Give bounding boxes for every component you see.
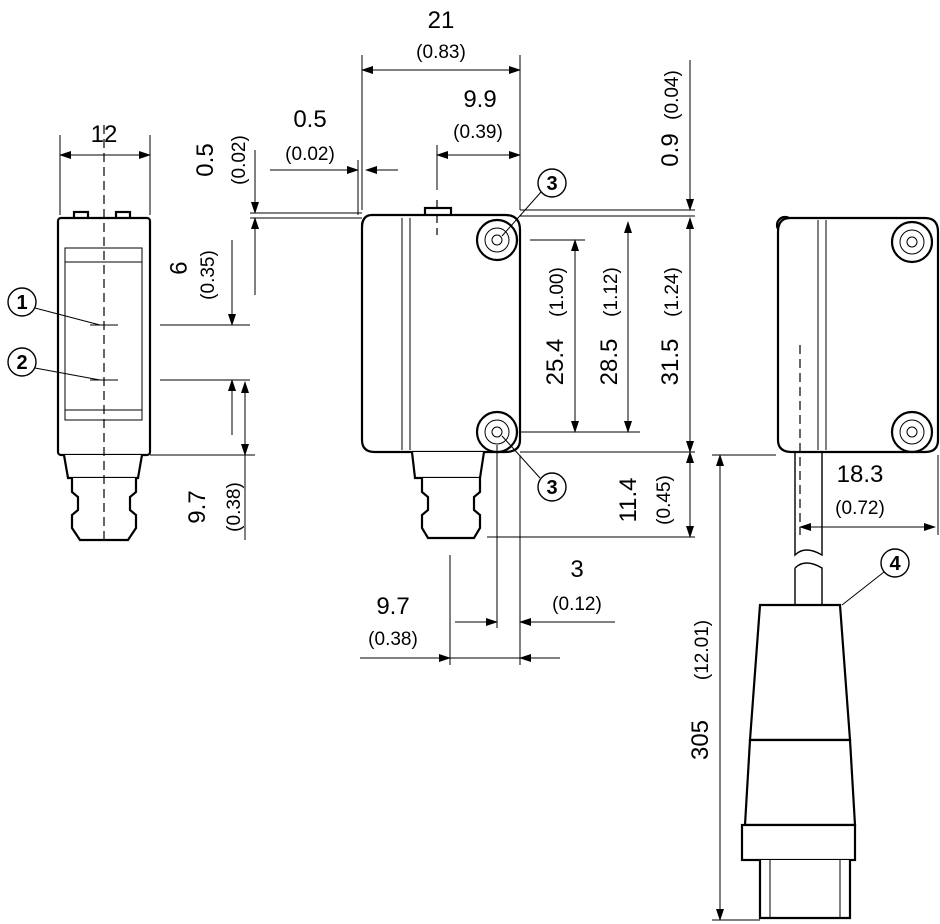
callout-number: 2 bbox=[16, 352, 27, 374]
dim-label: 11.4 bbox=[615, 478, 642, 523]
front-view bbox=[56, 125, 152, 545]
dim-label: (0.04) bbox=[662, 70, 683, 120]
dim-label: (0.02) bbox=[229, 135, 250, 185]
dim-label: 12 bbox=[91, 121, 118, 148]
dim-label: (1.12) bbox=[601, 267, 622, 317]
callout-3-top: 3 bbox=[501, 168, 567, 237]
callout-number: 3 bbox=[546, 477, 557, 499]
dim-label: (1.00) bbox=[547, 267, 568, 317]
dim-label: 3 bbox=[570, 556, 583, 583]
dim-21: 21 (0.83) bbox=[361, 7, 521, 210]
callout-number: 4 bbox=[889, 553, 901, 575]
dim-label: 9.7 bbox=[184, 490, 211, 523]
callout-3-bottom: 3 bbox=[501, 435, 567, 502]
dim-31-5: 31.5 (1.24) bbox=[520, 217, 695, 453]
dim-label: (0.02) bbox=[285, 144, 335, 165]
callout-number: 3 bbox=[546, 173, 557, 195]
dim-9-9: 9.9 (0.39) bbox=[436, 86, 521, 190]
cable-view bbox=[740, 215, 940, 920]
dim-label: 0.5 bbox=[192, 143, 219, 176]
dim-width-12: 12 bbox=[59, 121, 151, 215]
dim-label: 31.5 bbox=[657, 339, 684, 386]
dim-label: 18.3 bbox=[837, 461, 884, 488]
dim-9-7: 9.7 (0.38) bbox=[360, 555, 560, 665]
dim-label: (0.35) bbox=[198, 250, 219, 300]
dim-25-4: 25.4 (1.00) bbox=[520, 239, 640, 433]
dim-0-9: 0.9 (0.04) bbox=[520, 60, 695, 217]
callout-number: 1 bbox=[16, 292, 27, 314]
dim-label: (0.38) bbox=[224, 482, 245, 532]
dim-28-5: 28.5 (1.12) bbox=[596, 221, 632, 433]
dim-11-4: 11.4 (0.45) bbox=[487, 451, 695, 538]
dim-305: 305 (12.01) bbox=[687, 454, 776, 921]
dim-0-5-vertical: 0.5 (0.02) bbox=[192, 135, 362, 295]
dim-label: (0.83) bbox=[416, 42, 466, 63]
dim-label: (1.24) bbox=[662, 267, 683, 317]
side-view bbox=[360, 200, 522, 540]
dim-9-7-left: 9.7 (0.38) bbox=[150, 381, 255, 540]
dim-label: (0.12) bbox=[552, 594, 602, 615]
dim-label: 28.5 bbox=[596, 339, 623, 386]
dim-label: 25.4 bbox=[542, 339, 569, 386]
dim-label: (0.72) bbox=[835, 498, 885, 519]
dim-label: 305 bbox=[687, 720, 714, 760]
dim-label: 9.7 bbox=[376, 593, 409, 620]
callout-1: 1 bbox=[7, 287, 101, 326]
dim-label: (0.39) bbox=[453, 122, 503, 143]
dim-label: (0.45) bbox=[654, 475, 675, 525]
callout-4: 4 bbox=[841, 548, 910, 606]
dim-9: 9 (0.35) bbox=[160, 240, 250, 435]
dim-label: 21 bbox=[428, 7, 455, 34]
dim-label: 9.9 bbox=[463, 86, 496, 113]
dim-3: 3 (0.12) bbox=[455, 445, 615, 665]
dim-label: (0.38) bbox=[368, 629, 418, 650]
callout-2: 2 bbox=[7, 347, 101, 381]
dim-label: 9 bbox=[164, 261, 191, 274]
dim-0-5-horizontal: 0.5 (0.02) bbox=[270, 106, 398, 215]
dim-label: 0.5 bbox=[293, 106, 326, 133]
dim-label: (12.01) bbox=[692, 620, 713, 680]
dim-18-3: 18.3 (0.72) bbox=[799, 455, 939, 535]
dim-label: 0.9 bbox=[657, 133, 684, 166]
